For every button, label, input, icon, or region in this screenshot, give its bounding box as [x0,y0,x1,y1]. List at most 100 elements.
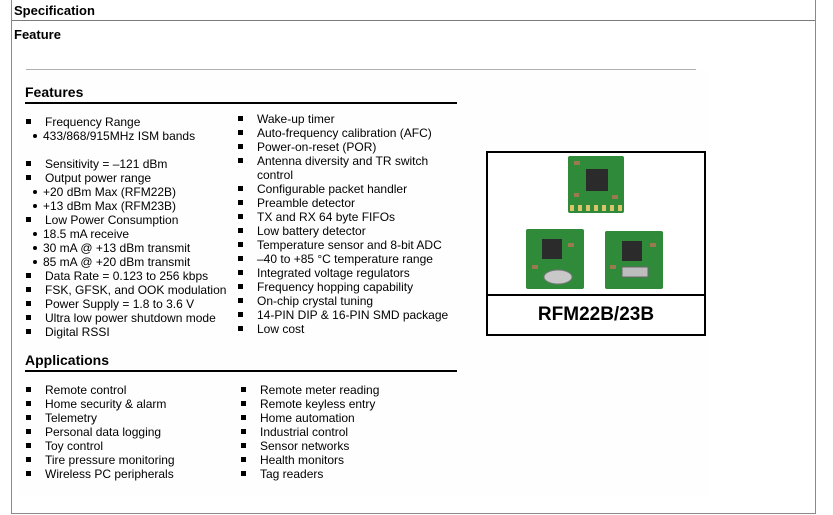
page-frame [11,0,816,514]
application-label: Home automation [260,411,355,425]
feature-label: 433/868/915MHz ISM bands [43,129,196,143]
rf-module-photo [526,156,663,289]
feature-item: Wake-up timer [238,112,468,126]
application-label: Sensor networks [260,439,350,453]
feature-item: Output power range [26,171,246,185]
product-photo-box: RFM22B/23B [486,151,706,336]
features-heading: Features [25,84,84,100]
feature-item: Preamble detector [238,196,468,210]
feature-item: Power-on-reset (POR) [238,140,468,154]
feature-item: –40 to +85 °C temperature range [238,252,468,266]
list-spacer [26,143,246,157]
applications-heading: Applications [25,352,110,368]
square-bullet-icon [26,273,31,278]
application-label: Health monitors [260,453,345,467]
application-item: Health monitors [241,453,461,467]
square-bullet-icon [241,443,246,448]
square-bullet-icon [26,119,31,124]
feature-item: Integrated voltage regulators [238,266,468,280]
application-item: Home security & alarm [26,397,236,411]
square-bullet-icon [26,315,31,320]
application-label: Personal data logging [45,425,162,439]
square-bullet-icon [238,298,243,303]
module-right [605,231,663,289]
application-label: Remote keyless entry [260,397,376,411]
feature-label: Temperature sensor and 8-bit ADC [257,238,442,252]
feature-label: Power Supply = 1.8 to 3.6 V [45,297,195,311]
feature-label: Low cost [257,322,305,336]
square-bullet-icon [26,301,31,306]
square-bullet-icon [238,200,243,205]
application-item: Tag readers [241,467,461,481]
round-bullet-icon [33,204,37,208]
section-title: Specification [14,3,95,18]
feature-item: 14-PIN DIP & 16-PIN SMD package [238,308,468,322]
application-label: Remote meter reading [260,383,380,397]
feature-item: Auto-frequency calibration (AFC) [238,126,468,140]
feature-label: Frequency Range [45,115,141,129]
application-item: Tire pressure monitoring [26,453,236,467]
feature-item: Frequency Range [26,115,246,129]
product-caption: RFM22B/23B [537,304,655,325]
feature-label: –40 to +85 °C temperature range [257,252,433,266]
feature-item: Configurable packet handler [238,182,468,196]
application-label: Industrial control [260,425,349,439]
feature-item: FSK, GFSK, and OOK modulation [26,283,246,297]
feature-subitem: +20 dBm Max (RFM22B) [26,185,246,199]
feature-label: Data Rate = 0.123 to 256 kbps [45,269,209,283]
feature-label: FSK, GFSK, and OOK modulation [45,283,227,297]
application-label: Telemetry [45,411,98,425]
section-header: Specification [12,0,815,21]
square-bullet-icon [238,326,243,331]
feature-subitem: 18.5 mA receive [26,227,246,241]
square-bullet-icon [26,429,31,434]
feature-item: Ultra low power shutdown mode [26,311,246,325]
square-bullet-icon [238,228,243,233]
feature-label: 85 mA @ +20 dBm transmit [43,255,191,269]
feature-label: Preamble detector [257,196,356,210]
square-bullet-icon [238,116,243,121]
square-bullet-icon [26,217,31,222]
application-label: Wireless PC peripherals [45,467,174,481]
feature-item: Digital RSSI [26,325,246,339]
feature-label: Frequency hopping capability [257,280,414,294]
features-rule [25,102,457,104]
feature-label: Low Power Consumption [45,213,179,227]
feature-item: Temperature sensor and 8-bit ADC [238,238,468,252]
square-bullet-icon [26,457,31,462]
square-bullet-icon [26,387,31,392]
application-item: Remote keyless entry [241,397,461,411]
module-top [568,156,624,213]
application-label: Tag readers [260,467,324,481]
feature-label: Low battery detector [257,224,366,238]
application-item: Wireless PC peripherals [26,467,236,481]
round-bullet-icon [33,260,37,264]
square-bullet-icon [26,329,31,334]
top-divider [26,69,696,70]
feature-label: Wake-up timer [257,112,335,126]
feature-subitem: 30 mA @ +13 dBm transmit [26,241,246,255]
feature-label: TX and RX 64 byte FIFOs [257,210,396,224]
feature-label: Ultra low power shutdown mode [45,311,216,325]
feature-label: On-chip crystal tuning [257,294,374,308]
application-item: Toy control [26,439,236,453]
feature-item: Data Rate = 0.123 to 256 kbps [26,269,246,283]
application-label: Home security & alarm [45,397,167,411]
square-bullet-icon [238,214,243,219]
application-label: Toy control [45,439,104,453]
feature-item: Power Supply = 1.8 to 3.6 V [26,297,246,311]
square-bullet-icon [26,443,31,448]
application-item: Home automation [241,411,461,425]
round-bullet-icon [33,246,37,250]
feature-label: +13 dBm Max (RFM23B) [43,199,177,213]
feature-item: Low Power Consumption [26,213,246,227]
square-bullet-icon [238,242,243,247]
feature-item: Sensitivity = –121 dBm [26,157,246,171]
square-bullet-icon [241,387,246,392]
application-label: Tire pressure monitoring [45,453,175,467]
feature-label: Digital RSSI [45,325,110,339]
application-item: Remote control [26,383,236,397]
feature-subtitle: Feature [14,27,61,42]
